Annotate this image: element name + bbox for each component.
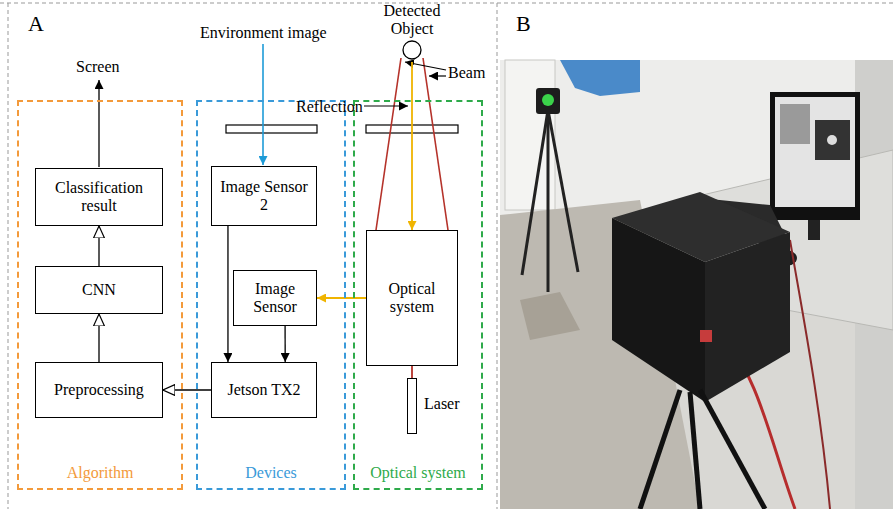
panel-frame <box>0 3 893 4</box>
process-box: Classification result <box>35 168 163 226</box>
connector-arrow <box>227 226 228 362</box>
connector-arrow <box>317 297 366 299</box>
photo-illustration <box>775 97 855 207</box>
photo-illustration <box>808 220 820 240</box>
connector-arrow <box>411 366 413 378</box>
photo-illustration <box>500 60 893 509</box>
group-region: Devices Image Sensor 2 Image SensorJetson … <box>196 100 346 490</box>
group-region: Algorithm Classification resultCNN Preproc… <box>17 100 183 490</box>
device-box: Image Sensor 2 <box>211 166 317 226</box>
photo-illustration <box>700 330 712 342</box>
node-text: Optical system <box>370 280 454 317</box>
laser-beam <box>423 58 448 230</box>
panel-letter: A <box>28 12 44 36</box>
photo-illustration <box>690 392 700 509</box>
object-circle <box>403 41 421 59</box>
optics-box: Optical system <box>366 230 458 366</box>
panel-frame <box>0 3 893 509</box>
photo-illustration <box>500 60 893 509</box>
device-box: Jetson TX2 <box>211 362 317 418</box>
photo-illustration <box>700 390 765 509</box>
laser-beam <box>376 58 401 230</box>
photo-illustration <box>520 292 580 340</box>
callout-label: Beam <box>448 64 485 82</box>
photo-illustration <box>548 110 578 272</box>
object-circle: Detected Object <box>372 2 452 62</box>
group-label: Optical system <box>355 464 481 482</box>
group-label: Algorithm <box>19 464 181 482</box>
node-text: Preprocessing <box>54 381 144 399</box>
window-plate <box>226 125 317 133</box>
connector-arrow <box>98 314 99 362</box>
node-text: Detected Object <box>372 2 452 37</box>
node-text: CNN <box>82 281 116 299</box>
screen-arrow <box>99 80 100 167</box>
connector-arrow <box>163 389 211 390</box>
node-text: Image Sensor 2 <box>215 178 313 215</box>
photo-illustration <box>790 240 830 509</box>
window-plate <box>226 125 458 133</box>
photo-illustration <box>640 390 680 509</box>
panel-letter: B <box>516 12 531 36</box>
output-label: Screen <box>76 58 120 76</box>
photo-illustration <box>815 120 850 160</box>
node-text: Classification result <box>39 179 159 216</box>
callout-label: Reflection <box>296 98 363 116</box>
laser-beam <box>376 58 448 230</box>
panel-frame <box>497 3 498 509</box>
input-label: Environment image <box>200 24 327 42</box>
connector-arrow <box>284 326 285 362</box>
device-box: Image Sensor <box>233 270 317 326</box>
process-box: Preprocessing <box>35 362 163 418</box>
leader-arrow <box>364 105 408 106</box>
screen-arrow <box>98 80 99 167</box>
photo-illustration <box>612 218 705 402</box>
laser-box: Laser <box>407 378 417 434</box>
photo-illustration <box>522 110 548 275</box>
photo-illustration <box>780 104 810 144</box>
node-text: Jetson TX2 <box>227 381 300 399</box>
node-text: Image Sensor <box>237 280 313 317</box>
connector-arrow <box>98 226 99 266</box>
photo-illustration <box>705 232 790 402</box>
photo-illustration <box>547 110 550 292</box>
environment-arrow <box>263 44 264 165</box>
photo-illustration <box>536 88 560 114</box>
group-label: Devices <box>198 464 344 482</box>
photo-illustration <box>542 94 554 106</box>
connector-arrow <box>411 62 413 230</box>
panel-frame <box>8 3 9 509</box>
group-region: Optical systemOptical systemLaser <box>353 100 483 490</box>
process-box: CNN <box>35 266 163 314</box>
environment-arrow <box>262 44 264 165</box>
node-text: Laser <box>424 395 460 413</box>
leader-arrow <box>429 75 446 76</box>
photo-illustration <box>560 60 640 96</box>
photo-illustration <box>770 92 860 220</box>
photo-illustration <box>827 135 837 145</box>
